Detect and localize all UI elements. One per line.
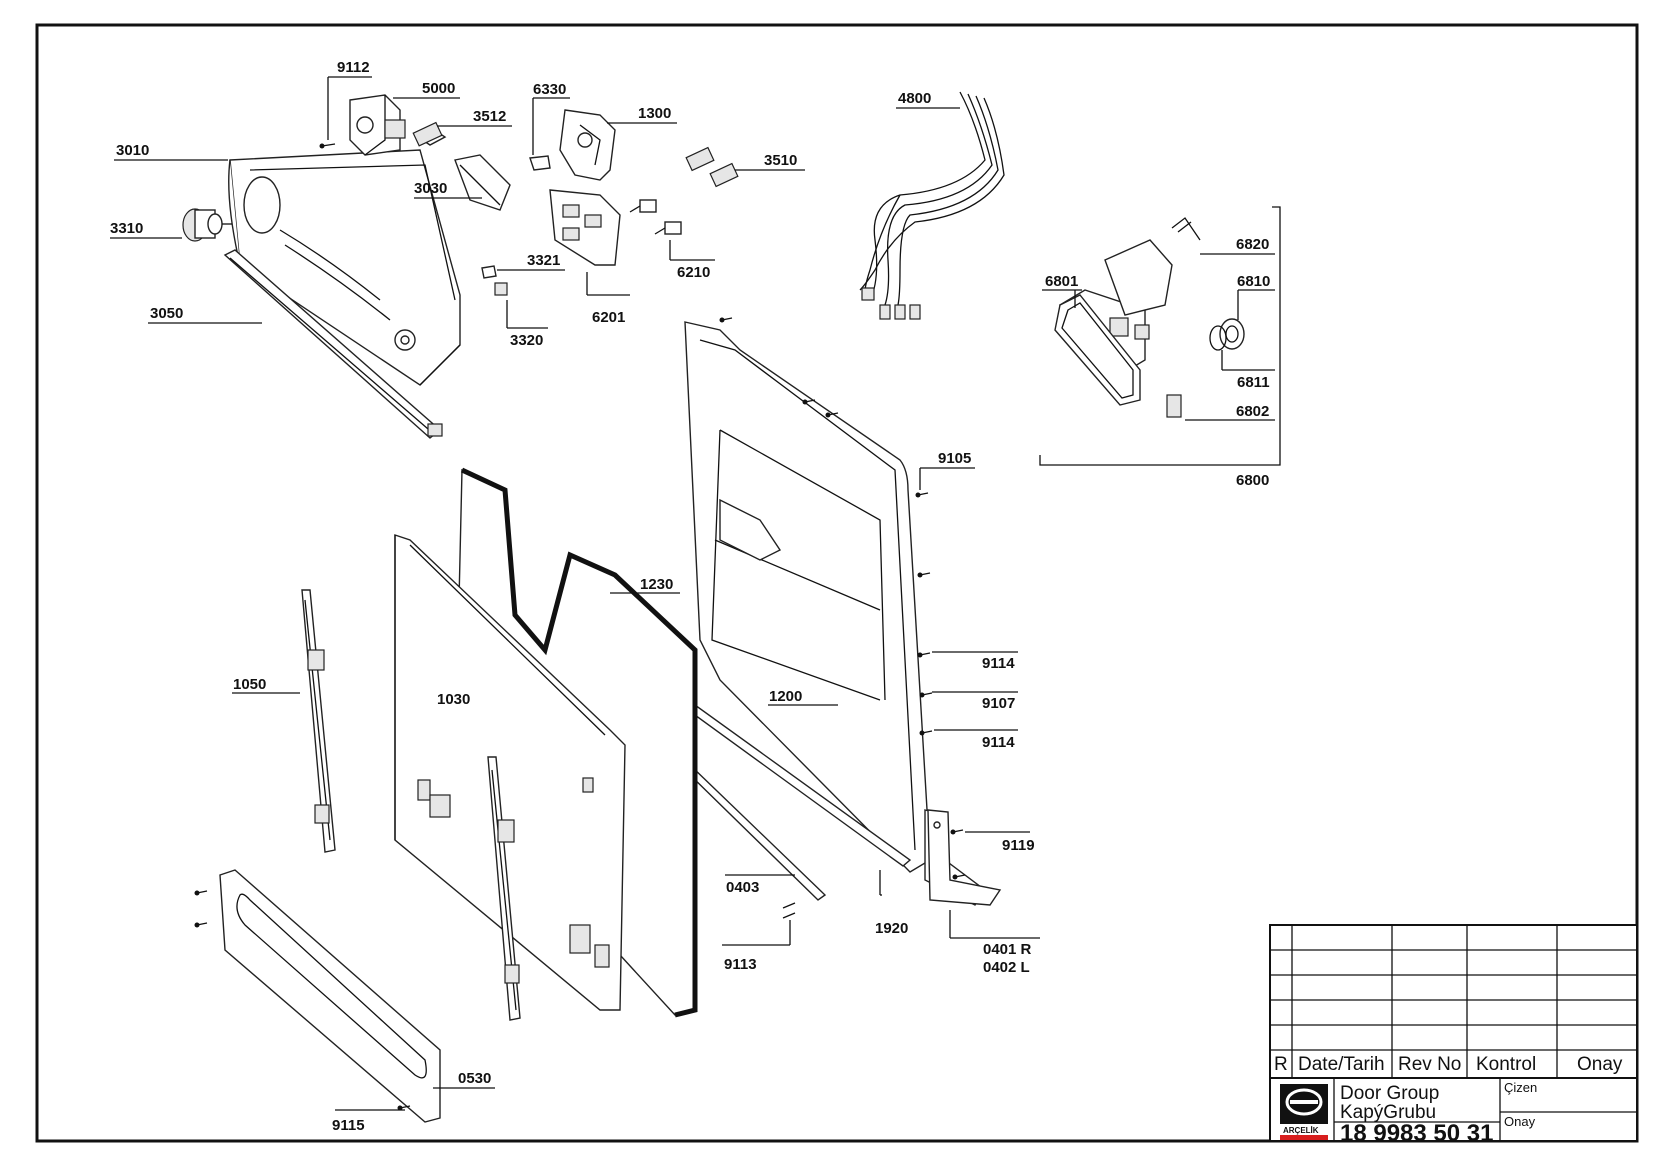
hinge-0401-0402	[927, 809, 1002, 906]
callout-leaders	[110, 76, 1275, 1111]
strip-3050	[223, 249, 443, 439]
gasket-6801	[1054, 294, 1141, 406]
programmer-1300	[559, 109, 616, 181]
callout-5000: 5000	[422, 80, 455, 97]
callout-1230: 1230	[640, 576, 673, 593]
approved-by-label: Onay	[1504, 1114, 1536, 1129]
callout-6810: 6810	[1237, 273, 1270, 290]
callout-labels: 9112 5000 3512 6330 1300 3010 3030 3510 …	[110, 59, 1270, 1134]
callout-6210: 6210	[677, 264, 710, 281]
callout-6802: 6802	[1236, 403, 1269, 420]
clip-6330	[529, 155, 551, 171]
callout-3321: 3321	[527, 252, 560, 269]
callout-6811: 6811	[1237, 374, 1270, 391]
callout-9114-upper: 9114	[982, 655, 1015, 672]
group-bracket-6800	[1039, 206, 1281, 466]
cap-6810	[1219, 318, 1245, 350]
screws-inner-door	[719, 317, 966, 880]
callout-3510: 3510	[764, 152, 797, 169]
callout-0530: 0530	[458, 1070, 491, 1087]
slide-1050-right	[487, 756, 521, 1021]
cylinder-3512	[412, 121, 447, 147]
rev-header-r: R	[1274, 1054, 1288, 1075]
title-english: Door Group	[1340, 1083, 1439, 1104]
callout-9119: 9119	[1002, 837, 1035, 854]
callout-3310: 3310	[110, 220, 143, 237]
callout-1030: 1030	[437, 691, 470, 708]
kickplate-0530	[219, 869, 441, 1123]
title-block: R Date/Tarih Rev No Kontrol Onay ARÇELİK…	[1269, 924, 1638, 1147]
callout-3050: 3050	[150, 305, 183, 322]
sheet-border	[35, 23, 1639, 1143]
module-5000	[349, 94, 406, 156]
callout-3030: 3030	[414, 180, 447, 197]
callout-3512: 3512	[473, 108, 506, 125]
screws-9115	[194, 890, 411, 1111]
brand-logo: ARÇELİK	[1280, 1084, 1328, 1140]
callout-9113: 9113	[724, 956, 757, 973]
clips-9113	[782, 902, 796, 919]
callout-0401: 0401 R	[983, 941, 1032, 958]
callout-4800: 4800	[898, 90, 931, 107]
callout-9115: 9115	[332, 1117, 365, 1134]
lid-6820	[1171, 217, 1201, 241]
callout-6201: 6201	[592, 309, 625, 326]
switches-6210	[629, 199, 682, 235]
callout-3320: 3320	[510, 332, 543, 349]
callout-6330: 6330	[533, 81, 566, 98]
knob-3310	[182, 208, 232, 242]
screw-9112	[319, 143, 336, 149]
callout-6820: 6820	[1236, 236, 1269, 253]
cylinders-3510	[685, 146, 739, 188]
rev-header-onay: Onay	[1577, 1054, 1623, 1075]
part-6802	[1166, 394, 1182, 418]
drawing-number: 18 9983 50 31	[1340, 1120, 1493, 1147]
callout-9114-lower: 9114	[982, 734, 1015, 751]
rev-header-kontrol: Kontrol	[1476, 1054, 1536, 1075]
rev-header-date: Date/Tarih	[1298, 1054, 1385, 1075]
outer-door-1030	[394, 534, 626, 1011]
bracket-3030	[454, 154, 511, 211]
control-panel-3010	[228, 149, 461, 386]
callout-6801: 6801	[1045, 273, 1078, 290]
callout-1200: 1200	[769, 688, 802, 705]
callout-0402: 0402 L	[983, 959, 1030, 976]
title-turkish: KapýGrubu	[1340, 1102, 1436, 1123]
housing-6201	[549, 189, 621, 266]
callout-6800: 6800	[1236, 472, 1269, 489]
callout-9112: 9112	[337, 59, 370, 76]
callout-0403: 0403	[726, 879, 759, 896]
callout-9107: 9107	[982, 695, 1015, 712]
callout-1050: 1050	[233, 676, 266, 693]
slide-1050-left	[301, 589, 336, 853]
callout-1300: 1300	[638, 105, 671, 122]
part-3321	[481, 265, 497, 279]
brand-name: ARÇELİK	[1283, 1126, 1319, 1135]
callout-1920: 1920	[875, 920, 908, 937]
callout-9105: 9105	[938, 450, 971, 467]
part-3320	[494, 282, 508, 296]
drawn-by-label: Çizen	[1504, 1080, 1537, 1095]
seal-6811	[1209, 325, 1227, 351]
wiring-harness-4800	[859, 91, 1005, 320]
callout-3010: 3010	[116, 142, 149, 159]
rev-header-revno: Rev No	[1398, 1054, 1461, 1075]
